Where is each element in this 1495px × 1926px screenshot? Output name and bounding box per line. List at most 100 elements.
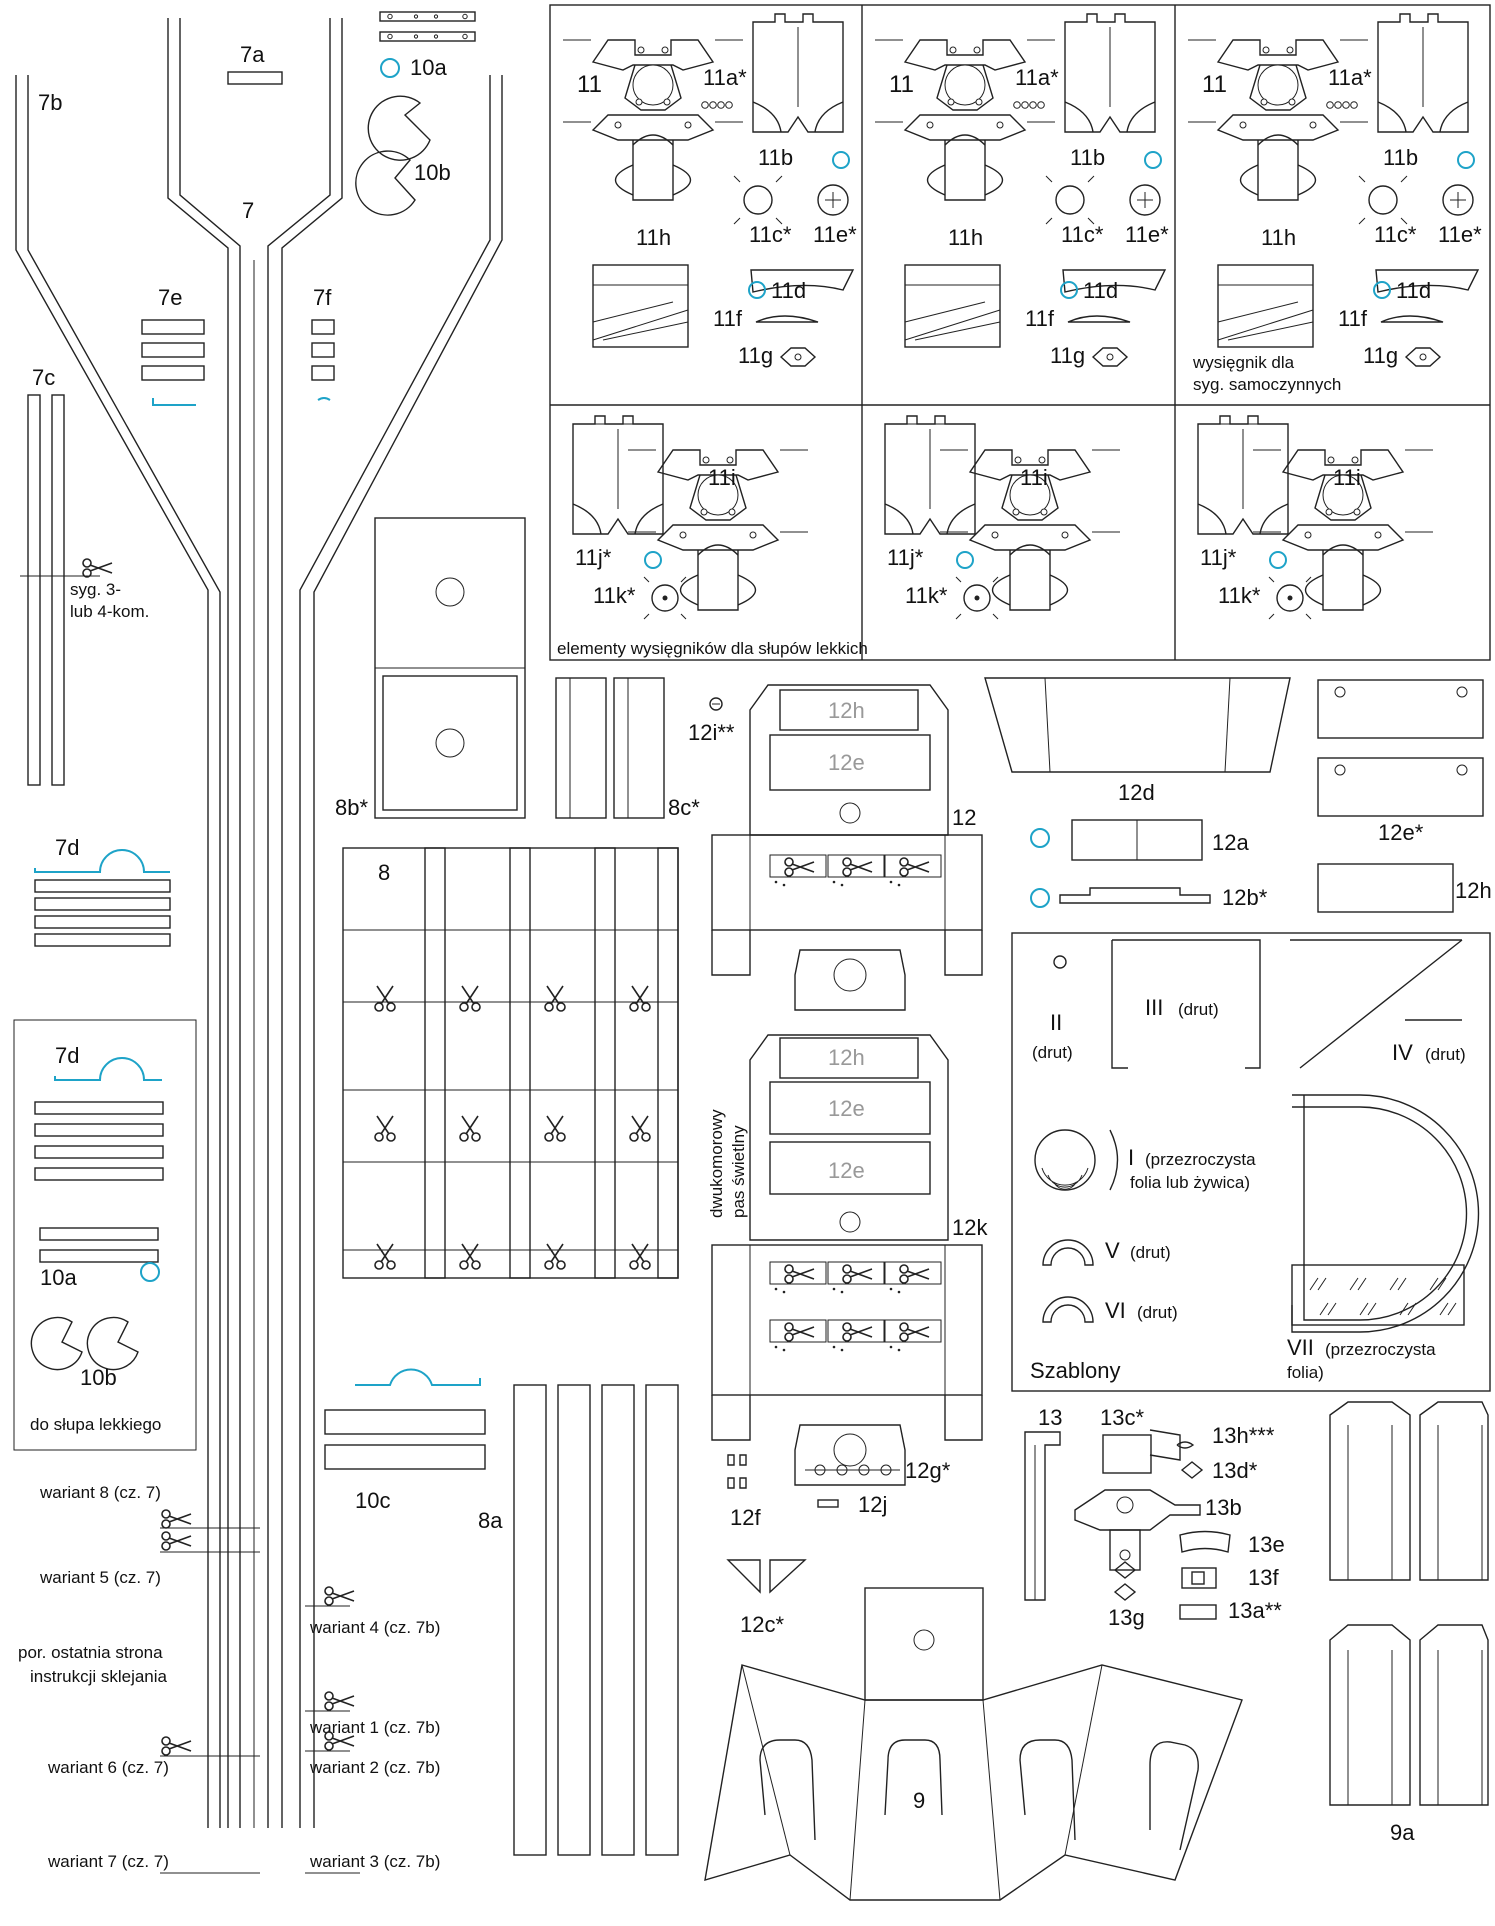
template-4: IV	[1392, 1040, 1413, 1065]
label-7a: 7a	[240, 42, 265, 67]
label-12j: 12j	[858, 1492, 887, 1517]
note-dwukomorowy-1: dwukomorowy	[707, 1109, 726, 1218]
part-7e: 7e	[141, 285, 205, 406]
label-11e-2: 11e*	[1438, 222, 1482, 247]
template-7-note-2: folia)	[1287, 1363, 1324, 1382]
label-11e-0: 11e*	[813, 222, 857, 247]
label-11h-0: 11h	[636, 225, 671, 250]
label-11f-0: 11f	[713, 306, 743, 331]
parts-13: 13 13c* 13h*** 13d* 13b 13e 13f 13g 13a*…	[1024, 1405, 1285, 1630]
label-11-0: 11	[577, 71, 602, 98]
part-7f: 7f	[311, 285, 335, 401]
label-11c-2: 11c*	[1374, 222, 1417, 247]
part-9a: 9a	[1329, 1401, 1489, 1845]
note-syg-2: lub 4-kom.	[70, 602, 149, 621]
label-12e-2: 12e	[828, 1096, 865, 1121]
label-11j-0: 11j*	[575, 545, 612, 570]
variant-4: wariant 4 (cz. 7b)	[309, 1618, 440, 1637]
template-7-note-1: (przezroczysta	[1325, 1340, 1436, 1359]
template-1-note-2: folia lub żywica)	[1130, 1173, 1250, 1192]
part-10c: 10c	[324, 1368, 486, 1513]
signal-head-12: 12h 12e 12	[711, 684, 983, 1011]
part-8b: 8b*	[335, 517, 526, 820]
variant-cut-marks: wariant 8 (cz. 7) wariant 5 (cz. 7) wari…	[18, 1483, 440, 1874]
label-11c-0: 11c*	[749, 222, 792, 247]
template-3: III	[1145, 995, 1163, 1020]
template-2-note: (drut)	[1032, 1043, 1073, 1062]
label-7d-2: 7d	[55, 1043, 79, 1068]
label-9: 9	[913, 1788, 925, 1813]
part-10a: 10a 10b	[355, 11, 476, 216]
templates-box: Szablony II (drut) III (drut) IV (drut) …	[1011, 932, 1491, 1392]
label-8b: 8b*	[335, 795, 368, 820]
part-9: 9	[704, 1587, 1243, 1901]
label-12c: 12c*	[740, 1612, 784, 1637]
template-2: II	[1050, 1010, 1062, 1035]
template-6: VI	[1105, 1298, 1126, 1323]
label-11a-1: 11a*	[1015, 65, 1059, 90]
label-10a-2: 10a	[40, 1265, 77, 1290]
label-11e-1: 11e*	[1125, 222, 1169, 247]
label-11b-0: 11b	[758, 145, 793, 170]
label-11h-2: 11h	[1261, 225, 1296, 250]
label-12: 12	[952, 805, 976, 830]
label-10b: 10b	[414, 160, 451, 185]
label-12g: 12g*	[905, 1458, 951, 1483]
label-11j-1: 11j*	[887, 545, 924, 570]
label-11k-0: 11k*	[593, 583, 636, 608]
templates-title: Szablony	[1030, 1358, 1121, 1383]
note-wysiegnik-1: wysięgnik dla	[1192, 353, 1295, 372]
label-13g: 13g	[1108, 1605, 1145, 1630]
template-3-note: (drut)	[1178, 1000, 1219, 1019]
label-12d: 12d	[1118, 780, 1155, 805]
label-8a: 8a	[478, 1508, 503, 1533]
label-9a: 9a	[1390, 1820, 1415, 1845]
label-11g-2: 11g	[1363, 343, 1398, 368]
label-7b: 7b	[38, 90, 62, 115]
label-7: 7	[242, 198, 254, 223]
note-por-2: instrukcji sklejania	[30, 1667, 168, 1686]
label-11d-1: 11d	[1083, 278, 1118, 303]
label-11i-0: 11i	[708, 465, 736, 490]
label-13b: 13b	[1205, 1495, 1242, 1520]
note-syg-1: syg. 3-	[70, 580, 121, 599]
label-11i-2: 11i	[1333, 465, 1361, 490]
label-8c: 8c*	[668, 795, 700, 820]
label-11i-1: 11i	[1020, 465, 1048, 490]
variant-1: wariant 1 (cz. 7b)	[309, 1718, 440, 1737]
label-8: 8	[378, 860, 390, 885]
label-11-2: 11	[1202, 71, 1227, 98]
label-12i: 12i**	[688, 720, 735, 745]
label-11f-2: 11f	[1338, 306, 1368, 331]
label-13a: 13a**	[1228, 1598, 1282, 1623]
variant-2: wariant 2 (cz. 7b)	[309, 1758, 440, 1777]
label-12h-2: 12h	[828, 1045, 865, 1070]
bracket-grid: wysięgnik dla syg. samoczynnych elementy…	[549, 4, 1491, 661]
label-11b-1: 11b	[1070, 145, 1105, 170]
label-13c: 13c*	[1100, 1405, 1144, 1430]
label-12e: 12e	[828, 750, 865, 775]
label-11d-2: 11d	[1396, 278, 1431, 303]
label-12f: 12f	[730, 1505, 761, 1530]
label-7d: 7d	[55, 835, 79, 860]
note-elementy: elementy wysięgników dla słupów lekkich	[557, 639, 868, 658]
template-5: V	[1105, 1238, 1120, 1263]
note-dwukomorowy-2: pas świetlny	[729, 1125, 748, 1218]
label-7f: 7f	[313, 285, 332, 310]
variant-6: wariant 6 (cz. 7)	[47, 1758, 169, 1777]
part-8: 8	[342, 847, 679, 1279]
label-11f-1: 11f	[1025, 306, 1055, 331]
label-12b: 12b*	[1222, 885, 1268, 910]
variant-8: wariant 8 (cz. 7)	[39, 1483, 161, 1502]
template-5-note: (drut)	[1130, 1243, 1171, 1262]
note-por-1: por. ostatnia strona	[18, 1643, 163, 1662]
label-13f: 13f	[1248, 1565, 1279, 1590]
label-12h: 12h	[828, 698, 865, 723]
label-7e: 7e	[158, 285, 182, 310]
small-parts-12: 12i** 12d 12a 12b* 12e* 12h 12f 12g* 12j…	[688, 677, 1492, 1637]
label-7c: 7c	[32, 365, 55, 390]
part-7c: 7c syg. 3- lub 4-kom.	[20, 365, 149, 786]
note-wysiegnik-2: syg. samoczynnych	[1193, 375, 1341, 394]
label-11a-2: 11a*	[1328, 65, 1372, 90]
label-11j-2: 11j*	[1200, 545, 1237, 570]
